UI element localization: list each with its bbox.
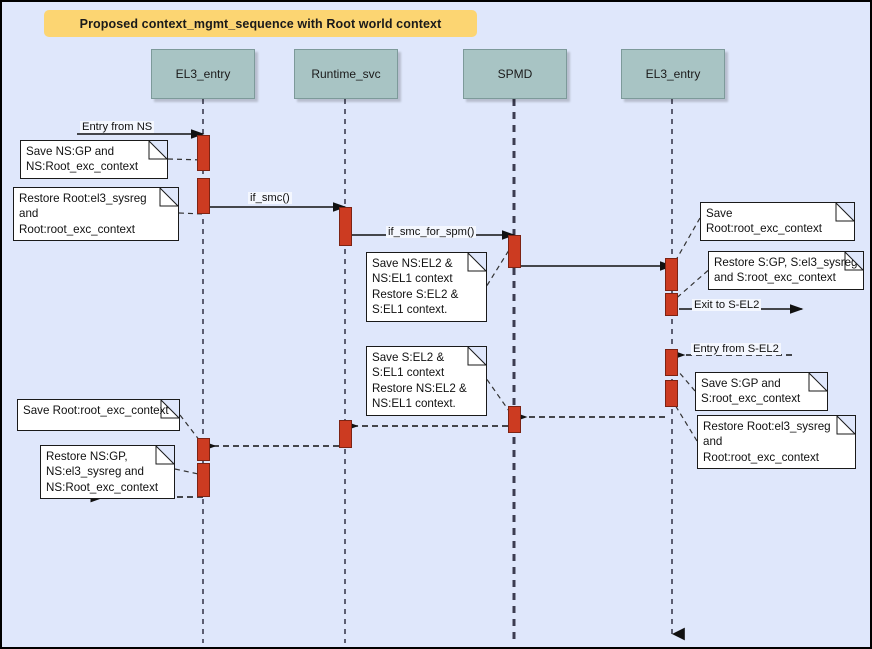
activation-bar-runtime_svc: [339, 420, 352, 448]
note-n10: Restore NS:GP, NS:el3_sysreg and NS:Root…: [40, 445, 175, 500]
lifeline-label: EL3_entry: [175, 67, 231, 81]
note-fold-corner-icon: [156, 446, 174, 464]
note-fold-corner-icon: [836, 203, 854, 221]
note-fold-corner-icon: [468, 253, 486, 271]
note-fold-corner-icon: [160, 188, 178, 206]
note-text: Save NS:GP and NS:Root_exc_context: [26, 145, 139, 174]
note-text: Save S:EL2 & S:EL1 context Restore NS:EL…: [372, 351, 467, 411]
note-n3: Save NS:EL2 & NS:EL1 context Restore S:E…: [366, 252, 487, 322]
note-connector-n5: [671, 270, 709, 303]
message-label-m6: Entry from S-EL2: [691, 343, 781, 355]
note-text: Save NS:EL2 & NS:EL1 context Restore S:E…: [372, 257, 459, 317]
lifeline-header-runtime_svc[interactable]: Runtime_svc: [294, 49, 398, 99]
note-fold-corner-icon: [468, 347, 486, 365]
activation-bar-el3_entry_left: [197, 178, 210, 214]
activation-bar-el3_entry_left: [197, 438, 210, 461]
lifeline-header-el3_entry_right[interactable]: EL3_entry: [621, 49, 725, 99]
diagram-title-banner: Proposed context_mgmt_sequence with Root…: [44, 10, 477, 37]
note-text: Restore Root:el3_sysreg and Root:root_ex…: [19, 192, 147, 236]
activation-bar-spmd: [508, 406, 521, 433]
note-fold-corner-icon: [809, 373, 827, 391]
lifeline-label: Runtime_svc: [311, 67, 381, 81]
note-n1: Save NS:GP and NS:Root_exc_context: [20, 140, 168, 179]
note-n5: Restore S:GP, S:el3_sysreg and S:root_ex…: [708, 251, 864, 290]
note-text: Restore S:GP, S:el3_sysreg and S:root_ex…: [714, 256, 858, 285]
note-connector-n10: [174, 468, 204, 476]
activation-bar-el3_entry_right: [665, 380, 678, 407]
lifeline-label: SPMD: [497, 67, 533, 81]
note-text: Save Root:root_exc_context: [23, 404, 169, 417]
note-fold-corner-icon: [161, 400, 179, 418]
activation-bar-spmd: [508, 235, 521, 268]
message-label-m1: Entry from NS: [80, 121, 155, 133]
note-n2: Restore Root:el3_sysreg and Root:root_ex…: [13, 187, 179, 242]
lifeline-header-el3_entry_left[interactable]: EL3_entry: [151, 49, 255, 99]
note-text: Restore Root:el3_sysreg and Root:root_ex…: [703, 420, 831, 464]
note-fold-corner-icon: [845, 252, 863, 270]
note-fold-corner-icon: [149, 141, 167, 159]
activation-bar-runtime_svc: [339, 207, 352, 246]
note-n4: Save Root:root_exc_context: [700, 202, 855, 241]
lifeline-header-spmd[interactable]: SPMD: [463, 49, 567, 99]
lifeline-label: EL3_entry: [645, 67, 701, 81]
message-label-m5: Exit to S-EL2: [692, 299, 762, 311]
activation-bar-el3_entry_right: [665, 293, 678, 316]
message-label-m3: if_smc_for_spm(): [386, 226, 477, 238]
note-fold-corner-icon: [837, 416, 855, 434]
note-n6: Save S:EL2 & S:EL1 context Restore NS:EL…: [366, 346, 487, 416]
note-text: Save Root:root_exc_context: [706, 207, 823, 236]
activation-bar-el3_entry_left: [197, 135, 210, 171]
note-n9: Save Root:root_exc_context: [17, 399, 180, 431]
activation-bar-el3_entry_right: [665, 349, 678, 376]
activation-bar-el3_entry_left: [197, 463, 210, 497]
message-label-m2: if_smc(): [248, 192, 292, 204]
note-text: Restore NS:GP, NS:el3_sysreg and NS:Root…: [46, 450, 159, 494]
note-text: Save S:GP and S:root_exc_context: [701, 377, 801, 406]
note-n8: Restore Root:el3_sysreg and Root:root_ex…: [697, 415, 856, 470]
diagram-title: Proposed context_mgmt_sequence with Root…: [79, 16, 442, 31]
note-n7: Save S:GP and S:root_exc_context: [695, 372, 828, 411]
activation-bar-el3_entry_right: [665, 258, 678, 291]
